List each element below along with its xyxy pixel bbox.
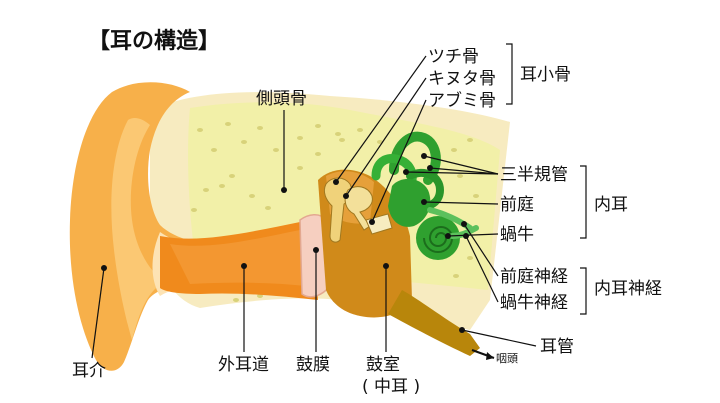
leader-kagyu <box>447 233 499 237</box>
label-intou: 咽頭 <box>496 352 518 365</box>
leader-zentei-shinkei <box>463 223 499 277</box>
label-naiji: 内耳 <box>594 195 628 215</box>
label-komaku: 鼓膜 <box>296 355 330 375</box>
bone-texture-dot <box>233 298 239 302</box>
bone-texture-dot <box>457 174 463 178</box>
label-koshitsu: 鼓室 <box>366 355 400 375</box>
ossicles-bracket <box>506 43 513 105</box>
vestibular-nerve <box>427 207 473 231</box>
bone-texture-dot <box>211 148 217 152</box>
bone-texture-dot <box>257 126 263 130</box>
intou-arrowhead <box>486 352 494 360</box>
dot-tsuchi <box>333 179 339 185</box>
bone-texture-dot <box>339 138 345 142</box>
dot-sanhankikan-2 <box>403 169 409 175</box>
bone-texture-dots <box>191 122 479 302</box>
leader-sanhankikan-2 <box>405 171 499 175</box>
dot-zentei <box>421 199 427 205</box>
dot-koshitsu <box>383 263 389 269</box>
bone-texture-dot <box>315 124 321 128</box>
bone-texture-dot <box>191 208 197 212</box>
auricle-inner-fold <box>111 117 165 340</box>
dot-komaku <box>313 247 319 253</box>
stapes <box>365 213 393 235</box>
label-kagyu-shinkei: 蝸牛神経 <box>500 293 568 313</box>
dot-sanhankikan-3 <box>427 165 433 171</box>
auricle <box>69 82 232 371</box>
leader-kinuta <box>345 77 427 197</box>
vestibule <box>388 178 431 227</box>
dot-abumi <box>369 219 375 225</box>
label-zentei-shinkei: 前庭神経 <box>500 267 568 287</box>
bone-texture-dot <box>265 206 271 210</box>
bone-texture-dot <box>335 132 341 136</box>
leader-jikai <box>91 267 105 359</box>
label-kinuta-kotsu: キヌタ骨 <box>428 69 496 89</box>
bone-texture-dot <box>219 184 225 188</box>
dot-gaijidou <box>241 263 247 269</box>
dot-sokutoukotsu <box>281 187 287 193</box>
label-sokutoukotsu: 側頭骨 <box>256 89 307 109</box>
leader-sanhankikan-1 <box>423 155 499 175</box>
label-naiji-shinkei: 内耳神経 <box>594 279 662 299</box>
label-abumi-kotsu: アブミ骨 <box>428 90 496 111</box>
cochlea <box>416 216 460 260</box>
label-zentei: 前庭 <box>500 195 534 215</box>
label-jikai: 耳介 <box>72 361 106 381</box>
bone-texture-dot <box>451 148 457 152</box>
label-sanhankikan: 三半規管 <box>500 165 568 185</box>
bone-texture-dot <box>467 138 473 142</box>
inner-ear <box>371 131 479 260</box>
bone-texture-dot <box>297 166 303 170</box>
bone-texture-dot <box>297 136 303 140</box>
bone-texture-dot <box>273 148 279 152</box>
leader-tsuchi <box>335 55 427 183</box>
dot-sanhankikan-1 <box>421 153 427 159</box>
semicircular-canal-1 <box>389 131 441 185</box>
label-jikan: 耳管 <box>540 337 574 357</box>
bone-texture-dot <box>225 122 231 126</box>
leader-jikan <box>461 329 537 347</box>
diagram-title: 【耳の構造】 <box>88 28 220 54</box>
bone-texture-dot <box>229 174 235 178</box>
label-jishokotsu: 耳小骨 <box>520 65 571 85</box>
leader-abumi <box>371 99 427 223</box>
label-tsuchi-kotsu: ツチ骨 <box>428 47 479 67</box>
bone-texture-dot <box>467 256 473 260</box>
bone-texture-dot <box>315 152 321 156</box>
bone-texture-dot <box>197 128 203 132</box>
bone-texture-dot <box>257 294 263 298</box>
bone-texture-dot <box>357 128 363 132</box>
dot-kagyu <box>445 233 451 239</box>
nerve-bracket <box>580 267 587 315</box>
dot-jikan <box>459 327 465 333</box>
leader-zentei <box>423 201 499 205</box>
eustachian-tube <box>388 290 480 356</box>
canal-shading <box>170 230 306 286</box>
dot-kinuta <box>343 193 349 199</box>
dot-jikai <box>101 265 107 271</box>
bone-texture-dot <box>203 188 209 192</box>
incus <box>344 186 373 231</box>
label-chuuji: ( 中耳 ) <box>362 377 420 397</box>
label-gaijidou: 外耳道 <box>218 355 269 375</box>
dot-kagyu-shinkei <box>463 233 469 239</box>
dot-zentei-shinkei <box>461 221 467 227</box>
inner-ear-bracket <box>580 165 587 239</box>
leader-sanhankikan-3 <box>429 167 499 175</box>
ossicles <box>323 177 393 243</box>
bone-texture-dot <box>249 194 255 198</box>
bone-texture-dot <box>241 140 247 144</box>
bone-texture-dot <box>473 194 479 198</box>
bone-texture-dot <box>453 274 459 278</box>
label-kagyu: 蝸牛 <box>500 225 534 245</box>
leader-kagyu-shinkei <box>465 235 499 303</box>
